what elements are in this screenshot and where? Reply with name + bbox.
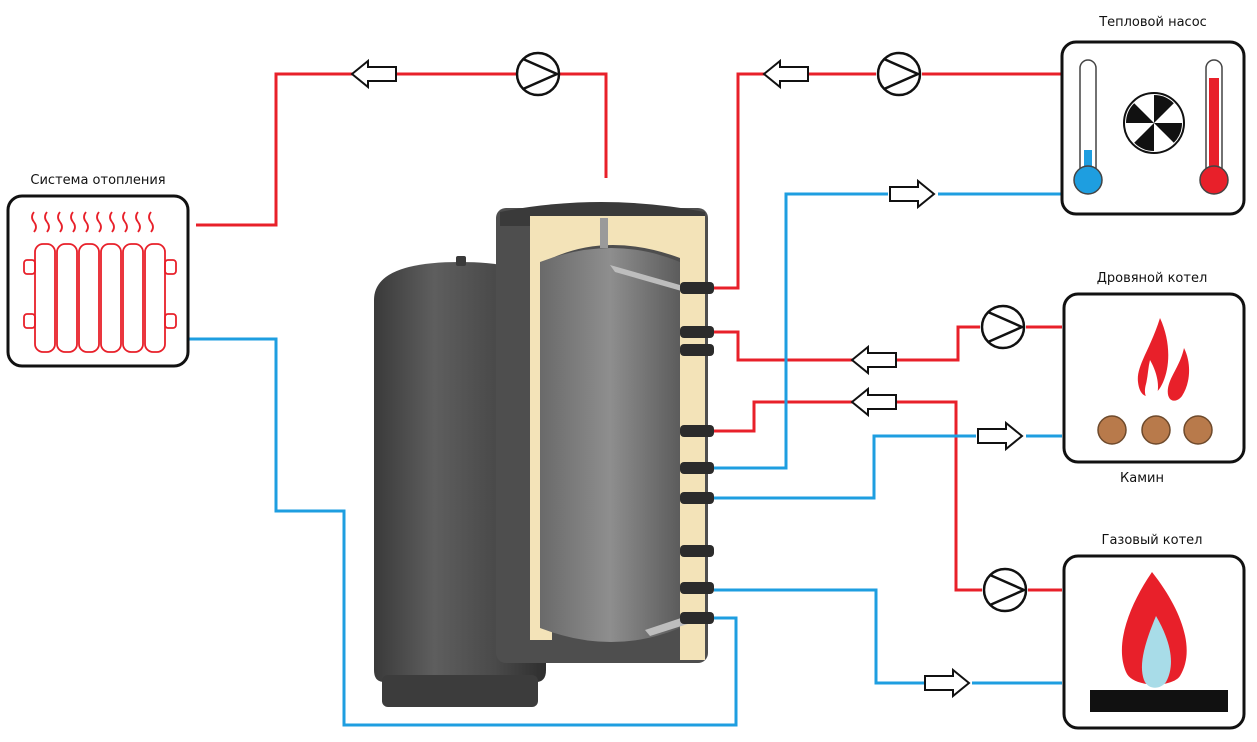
flow-arrow-icon	[850, 386, 897, 418]
thermometer-icon	[1073, 59, 1103, 195]
gas-burner-icon	[1090, 572, 1228, 712]
wood-boiler-label: Дровяной котел	[1097, 271, 1208, 286]
flow-arrow-icon	[924, 667, 971, 699]
heat-pump-box	[1060, 40, 1246, 216]
flame-icon	[1137, 318, 1190, 401]
gas-boiler-label: Газовый котел	[1102, 533, 1203, 548]
fan-icon	[1123, 92, 1185, 154]
fireplace-label: Камин	[1120, 471, 1164, 486]
tank-cutaway	[496, 202, 714, 663]
flow-arrow-icon	[889, 178, 936, 210]
flow-arrow-icon	[850, 344, 897, 376]
wood-boiler-box	[1062, 292, 1246, 464]
heating-system-box	[6, 194, 190, 368]
pump-icon	[980, 304, 1026, 350]
radiator-icon	[23, 211, 177, 353]
pump-icon	[515, 51, 561, 97]
heating-system-label: Система отопления	[30, 173, 165, 188]
cold-pipes	[188, 192, 1062, 727]
flow-arrow-icon	[350, 58, 397, 90]
flow-arrow-icon	[977, 420, 1024, 452]
pump-icon	[982, 567, 1028, 613]
flow-arrow-icon	[762, 58, 809, 90]
wood-log-icon	[1097, 415, 1213, 445]
thermometer-icon	[1199, 59, 1229, 195]
gas-boiler-box	[1062, 554, 1246, 730]
heat-pump-label: Тепловой насос	[1098, 15, 1207, 30]
pump-icon	[876, 51, 922, 97]
